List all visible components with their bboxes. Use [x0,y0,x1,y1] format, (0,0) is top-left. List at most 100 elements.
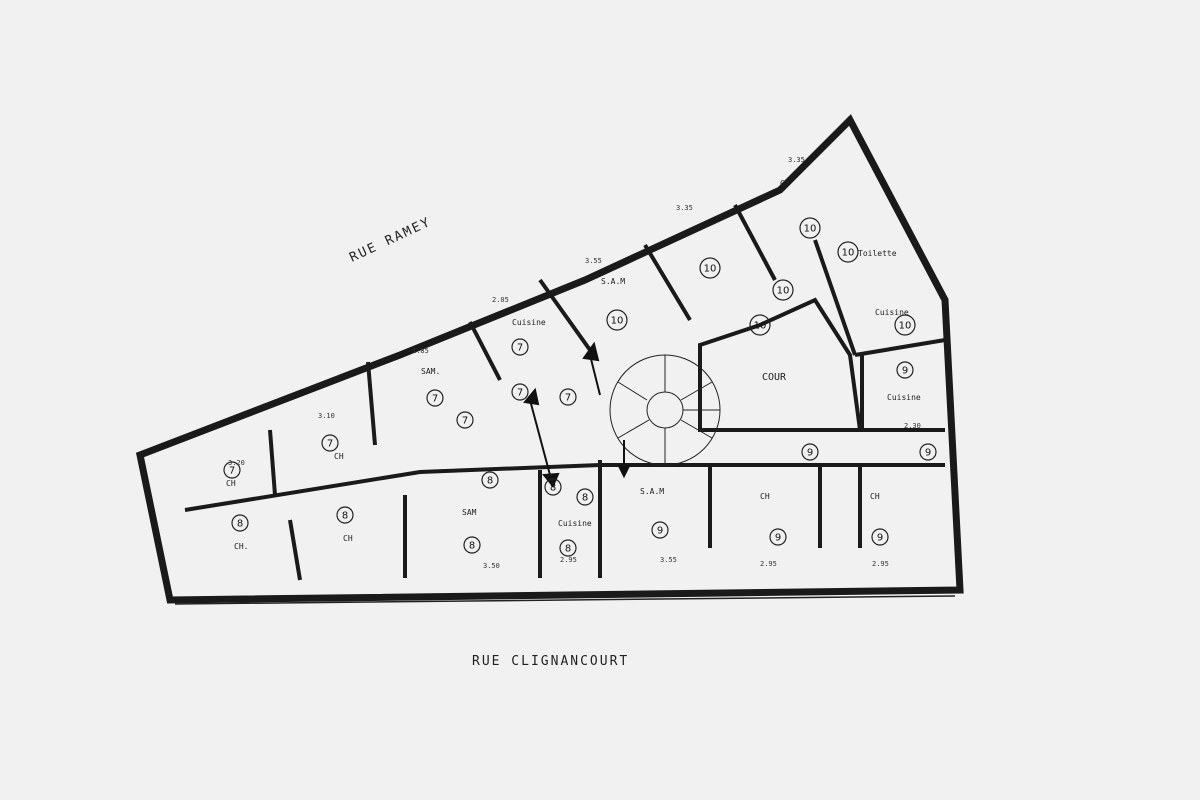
room-number: 9 [775,533,781,544]
room-number-circle [896,361,914,379]
room-number: 9 [657,526,663,537]
room-r10c: 10 CH [780,179,821,239]
room-number-circle [559,539,577,557]
room-number-circle [749,314,771,336]
room-number: 7 [517,343,523,354]
room-number: 7 [517,388,523,399]
dimension-label: 3.10 [318,412,335,420]
room-number-circle [919,443,937,461]
room-number-circle [231,514,249,532]
dimension-label: 3.35 [788,156,805,164]
room-number-circle [511,338,529,356]
room-number: 9 [902,366,908,377]
room-r9e: 9 [801,443,819,461]
room-r7b: 7CH [321,434,344,461]
room-label: SAM. [421,367,440,376]
room-number: 8 [237,519,243,530]
room-r8b: 8CH [336,506,354,543]
room-r10f: 10 [772,279,794,301]
room-r9c: 9CH [870,492,889,546]
room-number: 10 [754,321,767,332]
room-number: 7 [462,416,468,427]
room-label: CH [343,534,353,543]
room-r10g: 10 [749,314,771,336]
room-number-circle [223,461,241,479]
room-r9b: 9CH [760,492,787,546]
dimension-label: 2.30 [904,422,921,430]
room-r7a: 7CH [223,461,241,488]
room-number: 7 [565,393,571,404]
staircase [609,354,721,466]
room-number-circle [837,241,859,263]
room-label: CH [780,179,790,188]
room-number-circle [772,279,794,301]
dimension-label: 2.95 [560,556,577,564]
dimension-label: 3.55 [585,257,602,265]
room-r7c: 7 SAM. [421,367,444,407]
street-name-north: RUE RAMEY [347,215,434,266]
room-number-circle [606,309,628,331]
room-number: 10 [804,224,817,235]
room-number-circle [456,411,474,429]
dimension-label: 3.20 [228,459,245,467]
room-number: 9 [925,448,931,459]
room-label: Toilette [858,249,897,258]
room-number-circle [463,536,481,554]
dimension-label: 2.05 [492,296,509,304]
room-number-circle [799,217,821,239]
room-r9f: 9 [919,443,937,461]
room-number: 10 [842,248,855,259]
courtyard-label: COUR [762,372,787,383]
room-r10a: 10 S.A.M [601,277,628,331]
room-number: 7 [432,394,438,405]
room-r7g: 7 [511,383,529,401]
room-number-circle [559,388,577,406]
room-number: 10 [611,316,624,327]
room-label: Cuisine [558,519,592,528]
courtyard-outline [698,297,863,432]
room-number-circle [894,314,916,336]
room-number-circle [699,257,721,279]
room-label: Cuisine [887,393,921,402]
room-number-circle [336,506,354,524]
dimension-label: 3.35 [676,204,693,212]
room-number: 8 [487,476,493,487]
room-r9a: 9S.A.M [640,487,669,539]
room-r8a: 8CH. [231,514,249,551]
room-number-circle [871,528,889,546]
room-number-circle [769,528,787,546]
room-number: 8 [565,544,571,555]
dimension-label: 3.50 [483,562,500,570]
room-label: Cuisine [875,308,909,317]
room-number: 9 [807,448,813,459]
room-label: CH. [234,542,248,551]
room-r7d: 7 [456,411,474,429]
dimension-label: 2.95 [872,560,889,568]
room-number-circle [481,471,499,489]
room-number: 7 [327,439,333,450]
rooms-layer: 7CH7CH7SAM.77Cuisine778CH.8CH8SAM8Cuisin… [223,179,937,557]
exterior-wall [135,114,964,604]
facade-south-ticks [174,595,956,605]
room-number: 9 [877,533,883,544]
room-number: 10 [704,264,717,275]
dimension-label: 1.85 [412,347,429,355]
room-number: 7 [229,466,235,477]
room-number: 10 [899,321,912,332]
room-number-circle [801,443,819,461]
room-number: 8 [550,483,556,494]
room-number: 8 [582,493,588,504]
room-number-circle [576,488,594,506]
room-r8d: 8 Cuisine [558,519,592,557]
room-r7f: 7 [559,388,577,406]
direction-arrows [523,341,631,488]
room-r10e: 10 Cuisine [875,308,916,336]
street-name-south: RUE CLIGNANCOURT [472,654,629,669]
room-label: S.A.M [601,277,625,286]
